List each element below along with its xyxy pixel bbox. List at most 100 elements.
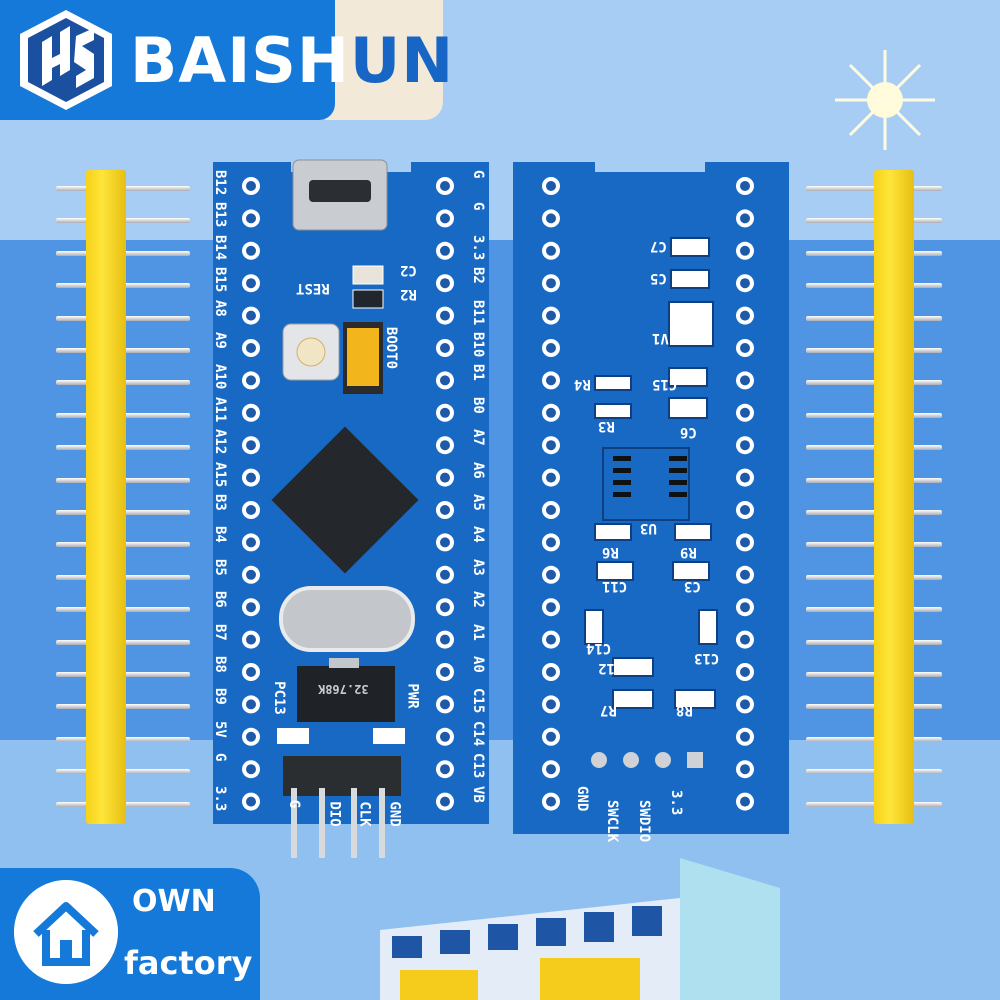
pin-hole-center [740,181,750,191]
pin-hole-center [546,796,556,807]
pin-label: B13 [212,202,228,228]
pin-label: A4 [470,526,486,544]
component-label: R6 [602,544,619,560]
pin-hole-center [740,634,750,645]
pin-hole-center [546,245,556,256]
pin-hole-center [246,796,256,807]
brand-accent [325,0,443,120]
pin-hole-center [740,375,750,386]
factory-building-illustration [380,858,780,1000]
label-swd-clk: CLK [356,801,373,827]
pin-hole-center [740,699,750,710]
pin-label: A9 [212,332,228,349]
pin-hole-center [246,537,256,548]
pin-hole-center [440,440,450,451]
pin-hole-center [740,407,750,418]
pin-label: B12 [212,170,228,196]
component-label: C5 [650,270,667,286]
pin-label: B0 [470,396,486,414]
pin-hole-center [546,731,556,742]
pin-label: A11 [212,396,228,423]
pin-hole-center [546,602,556,613]
label-r2: R2 [400,286,417,302]
label-rest: REST [296,280,330,296]
hs-logo-icon [20,10,112,110]
pin-hole-center [440,764,450,775]
pin-hole-center [740,505,750,515]
pin-hole-center [740,764,750,775]
pin-label: A8 [212,299,228,317]
pin-label: B14 [212,234,228,261]
pcb-front [213,159,489,858]
badge-line-own: OWN [132,884,216,919]
pin-hole-center [740,278,750,289]
pin-label: C14 [470,720,486,747]
pin-label: A10 [212,364,228,390]
pin-hole-center [740,245,750,256]
pin-hole-center [546,310,556,321]
pin-label: A3 [470,558,486,576]
pin-label: A7 [470,429,486,447]
pin-label: 5V [212,720,228,738]
pin-label: 3.3 [212,785,228,811]
pin-hole-center [546,375,556,386]
pin-hole-center [546,634,556,645]
component-label: C14 [586,640,612,656]
pin-hole-center [440,505,450,515]
pin-label: A1 [470,623,486,641]
pin-hole-center [440,181,450,191]
swd-label: GND [574,786,590,812]
pin-hole-center [440,310,450,321]
pin-hole-center [546,505,556,515]
pin-hole-center [440,472,450,483]
component-label: R8 [676,702,693,718]
pin-label: B11 [470,299,486,325]
pin-hole-center [740,731,750,742]
pin-hole-center [246,699,256,710]
label-boot0: BOOT0 [383,326,400,370]
component-label: R7 [600,702,617,718]
pin-label: B6 [212,591,228,609]
component-label: C12 [598,660,624,676]
pin-label: A5 [470,494,486,511]
component-label: V1 [652,330,669,346]
pin-hole-center [740,667,750,677]
swd-label: 3.3 [668,790,684,816]
pin-hole-center [740,213,750,224]
pin-hole-center [246,440,256,451]
pin-label: B7 [212,623,228,641]
component-label: C11 [602,578,628,594]
pin-hole-center [246,731,256,742]
pin-hole-center [246,375,256,386]
badge-line-factory: factory [124,944,253,982]
pin-hole-center [440,278,450,289]
pin-label: B15 [212,267,228,293]
brand-name-part-2: UN [349,24,455,97]
pin-hole-center [246,764,256,775]
brand-name: BAISHUN [130,24,454,97]
component-label: C7 [650,238,667,254]
component-label: C13 [694,650,720,666]
pin-label: G [212,753,228,762]
pin-hole-center [740,537,750,548]
pin-hole-center [740,343,750,353]
swd-label: SWDIO [636,800,652,843]
pin-hole-center [740,472,750,483]
pin-label: VB [470,785,486,803]
pin-hole-center [440,537,450,548]
pin-label: B1 [470,364,486,382]
pin-hole-center [546,440,556,451]
component-label: C15 [652,376,678,392]
pin-hole-center [546,343,556,353]
pin-hole-center [440,796,450,807]
pin-hole-center [440,569,450,580]
component-label: C6 [680,424,697,440]
pin-hole-center [546,278,556,289]
pin-hole-center [440,375,450,386]
pin-hole-center [246,407,256,418]
swd-label: SWCLK [604,800,620,843]
pin-label: B10 [470,332,486,358]
pcb-back [513,162,789,834]
pin-hole-center [546,537,556,548]
pin-hole-center [546,407,556,418]
